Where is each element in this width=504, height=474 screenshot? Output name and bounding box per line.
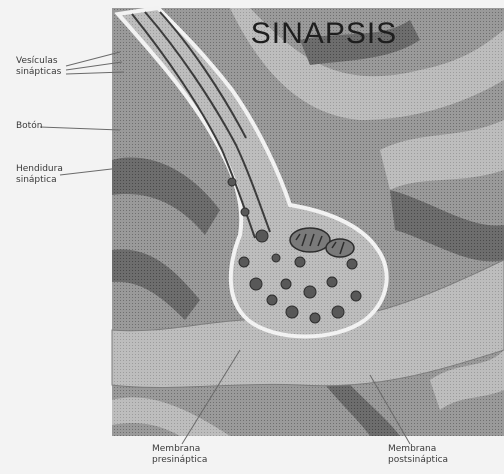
label-synaptic-vesicles-line2: sinápticas [16,67,61,78]
label-presynaptic-membrane-line2: presináptica [152,455,207,466]
label-postsynaptic-membrane-line1: Membrana [388,444,448,455]
label-postsynaptic-membrane: Membrana postsináptica [388,444,448,466]
label-presynaptic-membrane-line1: Membrana [152,444,207,455]
label-presynaptic-membrane: Membrana presináptica [152,444,207,466]
diagram-title: SINAPSIS [224,17,424,51]
label-button: Botón [16,121,42,132]
label-synaptic-cleft-line1: Hendidura [16,164,63,175]
label-postsynaptic-membrane-line2: postsináptica [388,455,448,466]
label-synaptic-cleft-line2: sináptica [16,175,63,186]
label-synaptic-vesicles: Vesículas sinápticas [16,56,61,78]
label-synaptic-vesicles-line1: Vesículas [16,56,61,67]
label-synaptic-cleft: Hendidura sináptica [16,164,63,186]
